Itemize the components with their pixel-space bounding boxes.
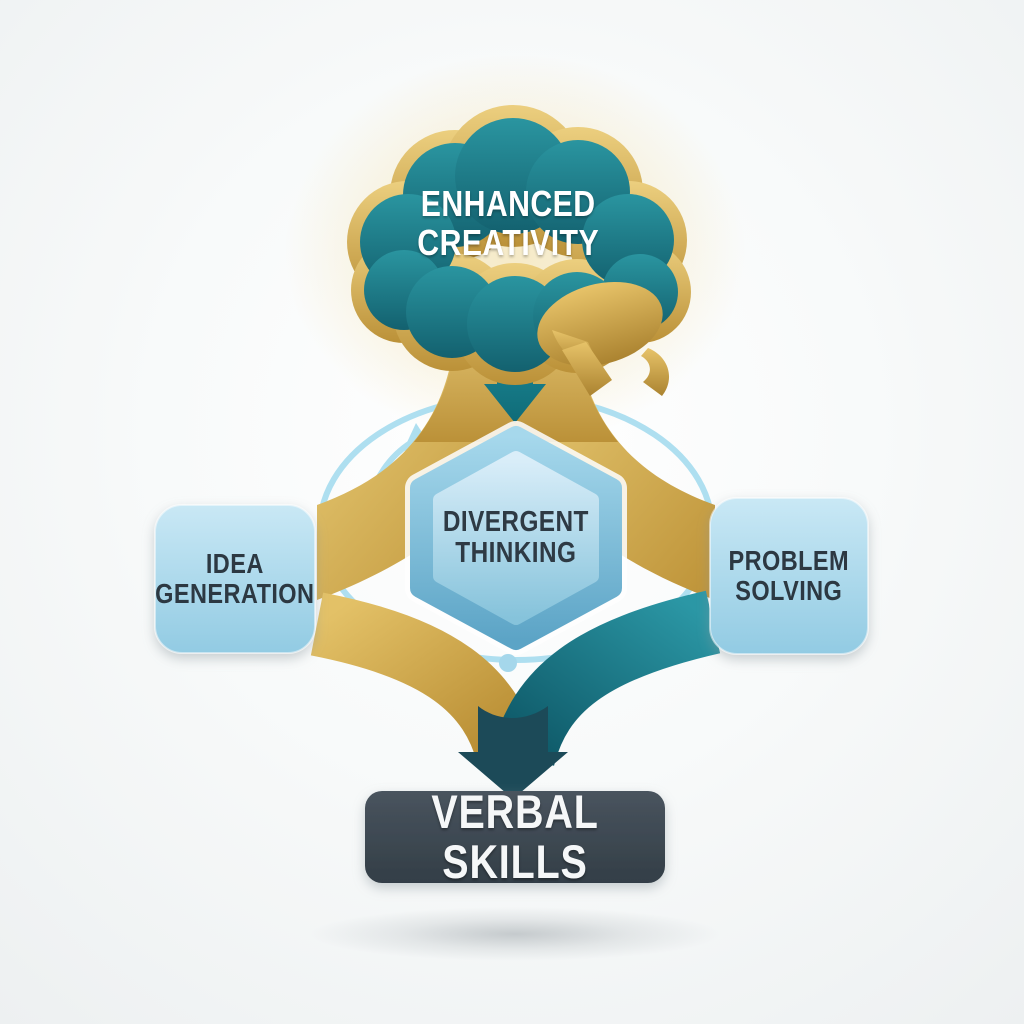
cycle-dot bbox=[499, 654, 517, 672]
brain-icon bbox=[347, 105, 691, 396]
bottom-arrow-icon bbox=[458, 706, 568, 799]
ground-shadow bbox=[310, 907, 720, 961]
bottom-bar-shape bbox=[365, 791, 665, 883]
brain-cerebellum bbox=[537, 281, 670, 396]
right-box-shape bbox=[709, 497, 869, 655]
hexagon-shape bbox=[405, 421, 627, 655]
left-box-shape bbox=[154, 504, 316, 654]
ribbon-right-to-bottom bbox=[491, 590, 721, 767]
